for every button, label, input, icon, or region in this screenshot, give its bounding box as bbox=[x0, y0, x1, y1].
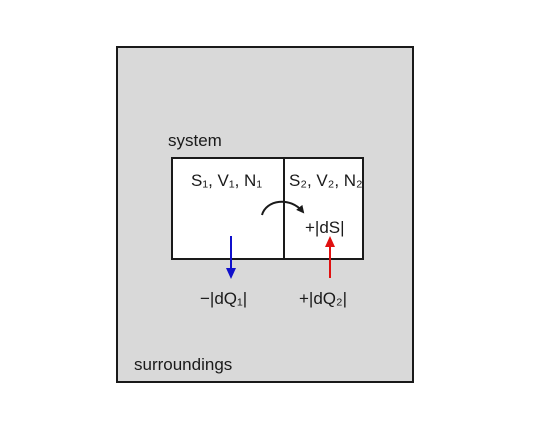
surroundings-label: surroundings bbox=[134, 355, 233, 374]
subsystem-1-label: S₁, V₁, N₁ bbox=[191, 171, 263, 190]
subsystem-divider bbox=[283, 157, 285, 260]
subsystem-2-label: S₂, V₂, N₂ bbox=[289, 171, 363, 190]
heat-in-label: +|dQ₂| bbox=[299, 289, 348, 308]
heat-out-label: −|dQ₁| bbox=[200, 289, 248, 308]
system-label: system bbox=[168, 131, 222, 150]
entropy-change-label: +|dS| bbox=[305, 218, 345, 237]
